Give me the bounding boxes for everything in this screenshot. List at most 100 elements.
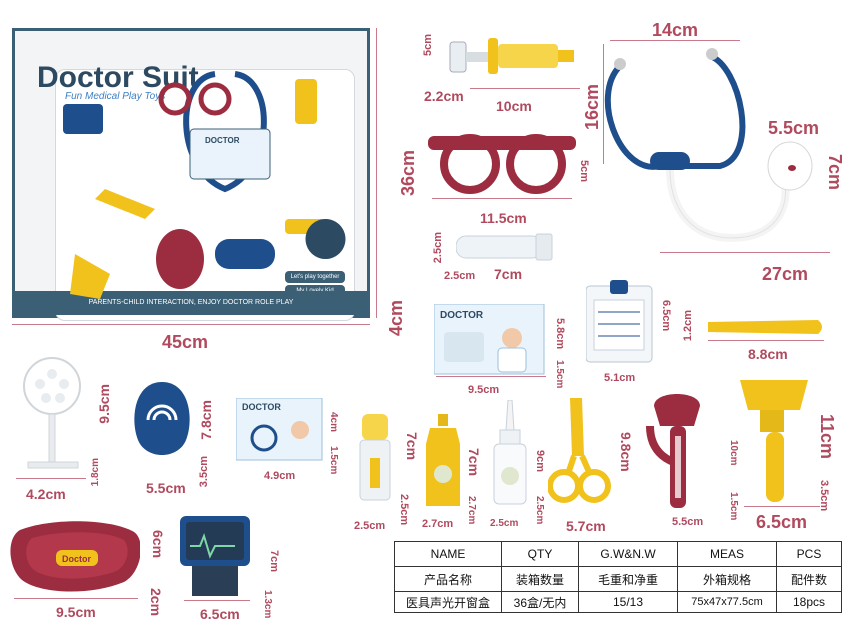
dim-line-tray-width: [14, 598, 138, 599]
spec-header-weight: G.W&N.W: [578, 541, 678, 567]
dim-line-card-width: [436, 376, 546, 377]
package-box: Doctor Suit Fun Medical Play Toys Let's …: [12, 28, 370, 321]
dim-mirror-depth: 3.5cm: [198, 456, 210, 488]
spec-header-cn-name: 产品名称: [394, 566, 502, 592]
dropper-bottle-image: [493, 400, 527, 505]
test-tube-image: [456, 233, 553, 261]
dim-lamp-depth: 1.8cm: [90, 458, 101, 487]
dim-pill-height: 7cm: [404, 432, 420, 461]
dim-glasses-height: 5cm: [578, 160, 590, 183]
dim-line-glasses-width: [432, 198, 572, 199]
spec-value-name: 医具声光开窗盒: [394, 591, 502, 613]
spec-value-weight: 15/13: [578, 591, 678, 613]
syringe-image: [449, 38, 574, 74]
dim-dropper-width: 2.5cm: [490, 518, 519, 529]
dim-line-hammer-width: [744, 506, 820, 507]
spec-header-cn-row: 产品名称 装箱数量 毛重和净重 外箱规格 配件数: [394, 566, 842, 592]
monitor-image: [180, 516, 250, 596]
dim-line-pkg-height: [376, 28, 377, 318]
spec-header-cn-meas: 外箱规格: [677, 566, 777, 592]
dim-monitor-height: 7cm: [268, 550, 280, 573]
dim-tray-height: 6cm: [150, 530, 166, 559]
dim-lamp-width: 4.2cm: [26, 486, 66, 502]
dim-steth-width: 14cm: [652, 20, 699, 40]
pkg-reflex-icon: [215, 239, 275, 269]
dim-syringe-depth: 2.2cm: [424, 88, 464, 104]
svg-text:DOCTOR: DOCTOR: [242, 402, 281, 412]
head-lamp-image: [23, 357, 81, 469]
dim-line-stick-width: [708, 340, 824, 341]
tongue-stick-image: [708, 320, 822, 334]
spec-value-meas: 75x47x77.5cm: [677, 591, 777, 613]
pkg-mirror-icon: [305, 219, 346, 259]
dim-line-steth-height: [603, 44, 604, 164]
spec-header-meas: MEAS: [677, 541, 777, 567]
dental-mirror-image: [134, 382, 190, 455]
dim-tube-depth: 2.5cm: [444, 270, 476, 282]
dim-steth-chest-height: 7cm: [825, 154, 845, 191]
spec-value-pcs: 18pcs: [776, 591, 842, 613]
pill-bottle-image: [359, 414, 391, 501]
dim-bottle-depth: 2.7cm: [466, 496, 477, 525]
dim-line-steth-length: [660, 252, 830, 253]
dim-bottle-height: 7cm: [466, 448, 482, 477]
pkg-hammer-icon: [70, 254, 110, 299]
package-badge-1: Let's play together: [285, 271, 345, 283]
dim-scissors-width: 5.7cm: [566, 518, 606, 534]
dim-tray-depth: 2cm: [148, 588, 164, 617]
dim-badge-width: 5.1cm: [604, 372, 636, 384]
dim-smallcard-height: 4cm: [328, 412, 339, 433]
spec-value-qty: 36盒/无内: [501, 591, 579, 613]
dim-stick-width: 8.8cm: [748, 346, 788, 362]
yellow-bottle-image: [426, 414, 460, 506]
package-bottom-band: PARENTS-CHILD INTERACTION, ENJOY DOCTOR …: [15, 291, 367, 315]
pkg-card-word: DOCTOR: [205, 136, 240, 145]
pkg-monitor-icon: [63, 104, 103, 134]
dim-pkg-depth: 4cm: [386, 300, 406, 337]
dim-hammer-height: 11cm: [817, 414, 837, 460]
dim-hammer-depth: 3.5cm: [818, 480, 830, 512]
dim-mirror-width: 5.5cm: [146, 480, 186, 496]
dim-dropper-depth: 2.5cm: [534, 496, 545, 525]
pkg-bandage-icon: [95, 189, 155, 219]
dim-thermo-width: 5.5cm: [672, 516, 704, 528]
dim-monitor-width: 6.5cm: [200, 606, 240, 622]
package-toys-illustration: DOCTOR: [63, 71, 346, 299]
dim-card-depth: 1.5cm: [554, 360, 565, 389]
dim-hammer-width: 6.5cm: [756, 512, 808, 532]
dim-syringe-width: 10cm: [496, 98, 532, 114]
dim-card-width: 9.5cm: [468, 384, 500, 396]
dim-pill-depth: 2.5cm: [398, 494, 410, 526]
dim-smallcard-depth: 1.5cm: [328, 446, 339, 475]
thermometer-image: [646, 394, 700, 508]
kidney-tray-image: Doctor: [10, 521, 140, 592]
dim-steth-length: 27cm: [762, 264, 809, 284]
reflex-hammer-image: [740, 380, 808, 502]
spec-table: NAME QTY G.W&N.W MEAS PCS 产品名称 装箱数量 毛重和净…: [394, 541, 842, 613]
pkg-glasses-icon: [158, 82, 192, 116]
id-badge-image: [586, 280, 653, 363]
spec-header-name: NAME: [394, 541, 502, 567]
package-title: Doctor Suit: [37, 61, 199, 94]
dim-line-lamp-width: [16, 478, 86, 479]
stethoscope-image: [604, 48, 813, 242]
dim-tube-width: 7cm: [494, 266, 523, 282]
pkg-bottle-icon: [295, 79, 317, 124]
small-card-image: DOCTOR: [236, 398, 323, 461]
dim-line-steth-width: [610, 40, 740, 41]
spec-header-qty: QTY: [501, 541, 579, 567]
dim-thermo-height: 10cm: [728, 440, 739, 466]
dim-stick-height: 1.2cm: [682, 310, 694, 342]
spec-header-cn-pcs: 配件数: [776, 566, 842, 592]
package-subtitle: Fun Medical Play Toys: [65, 91, 166, 102]
spec-header-cn-qty: 装箱数量: [501, 566, 579, 592]
dim-pill-width: 2.5cm: [354, 520, 386, 532]
pkg-card-icon: [189, 128, 271, 180]
spec-header-row: NAME QTY G.W&N.W MEAS PCS: [394, 541, 842, 567]
dim-thermo-depth: 1.5cm: [728, 492, 739, 521]
dim-line-pkg-width: [12, 324, 370, 325]
dim-syringe-height: 5cm: [422, 34, 434, 57]
dim-tube-height: 2.5cm: [432, 232, 444, 264]
spec-header-cn-weight: 毛重和净重: [578, 566, 678, 592]
dim-mirror-height: 7.8cm: [198, 400, 214, 440]
